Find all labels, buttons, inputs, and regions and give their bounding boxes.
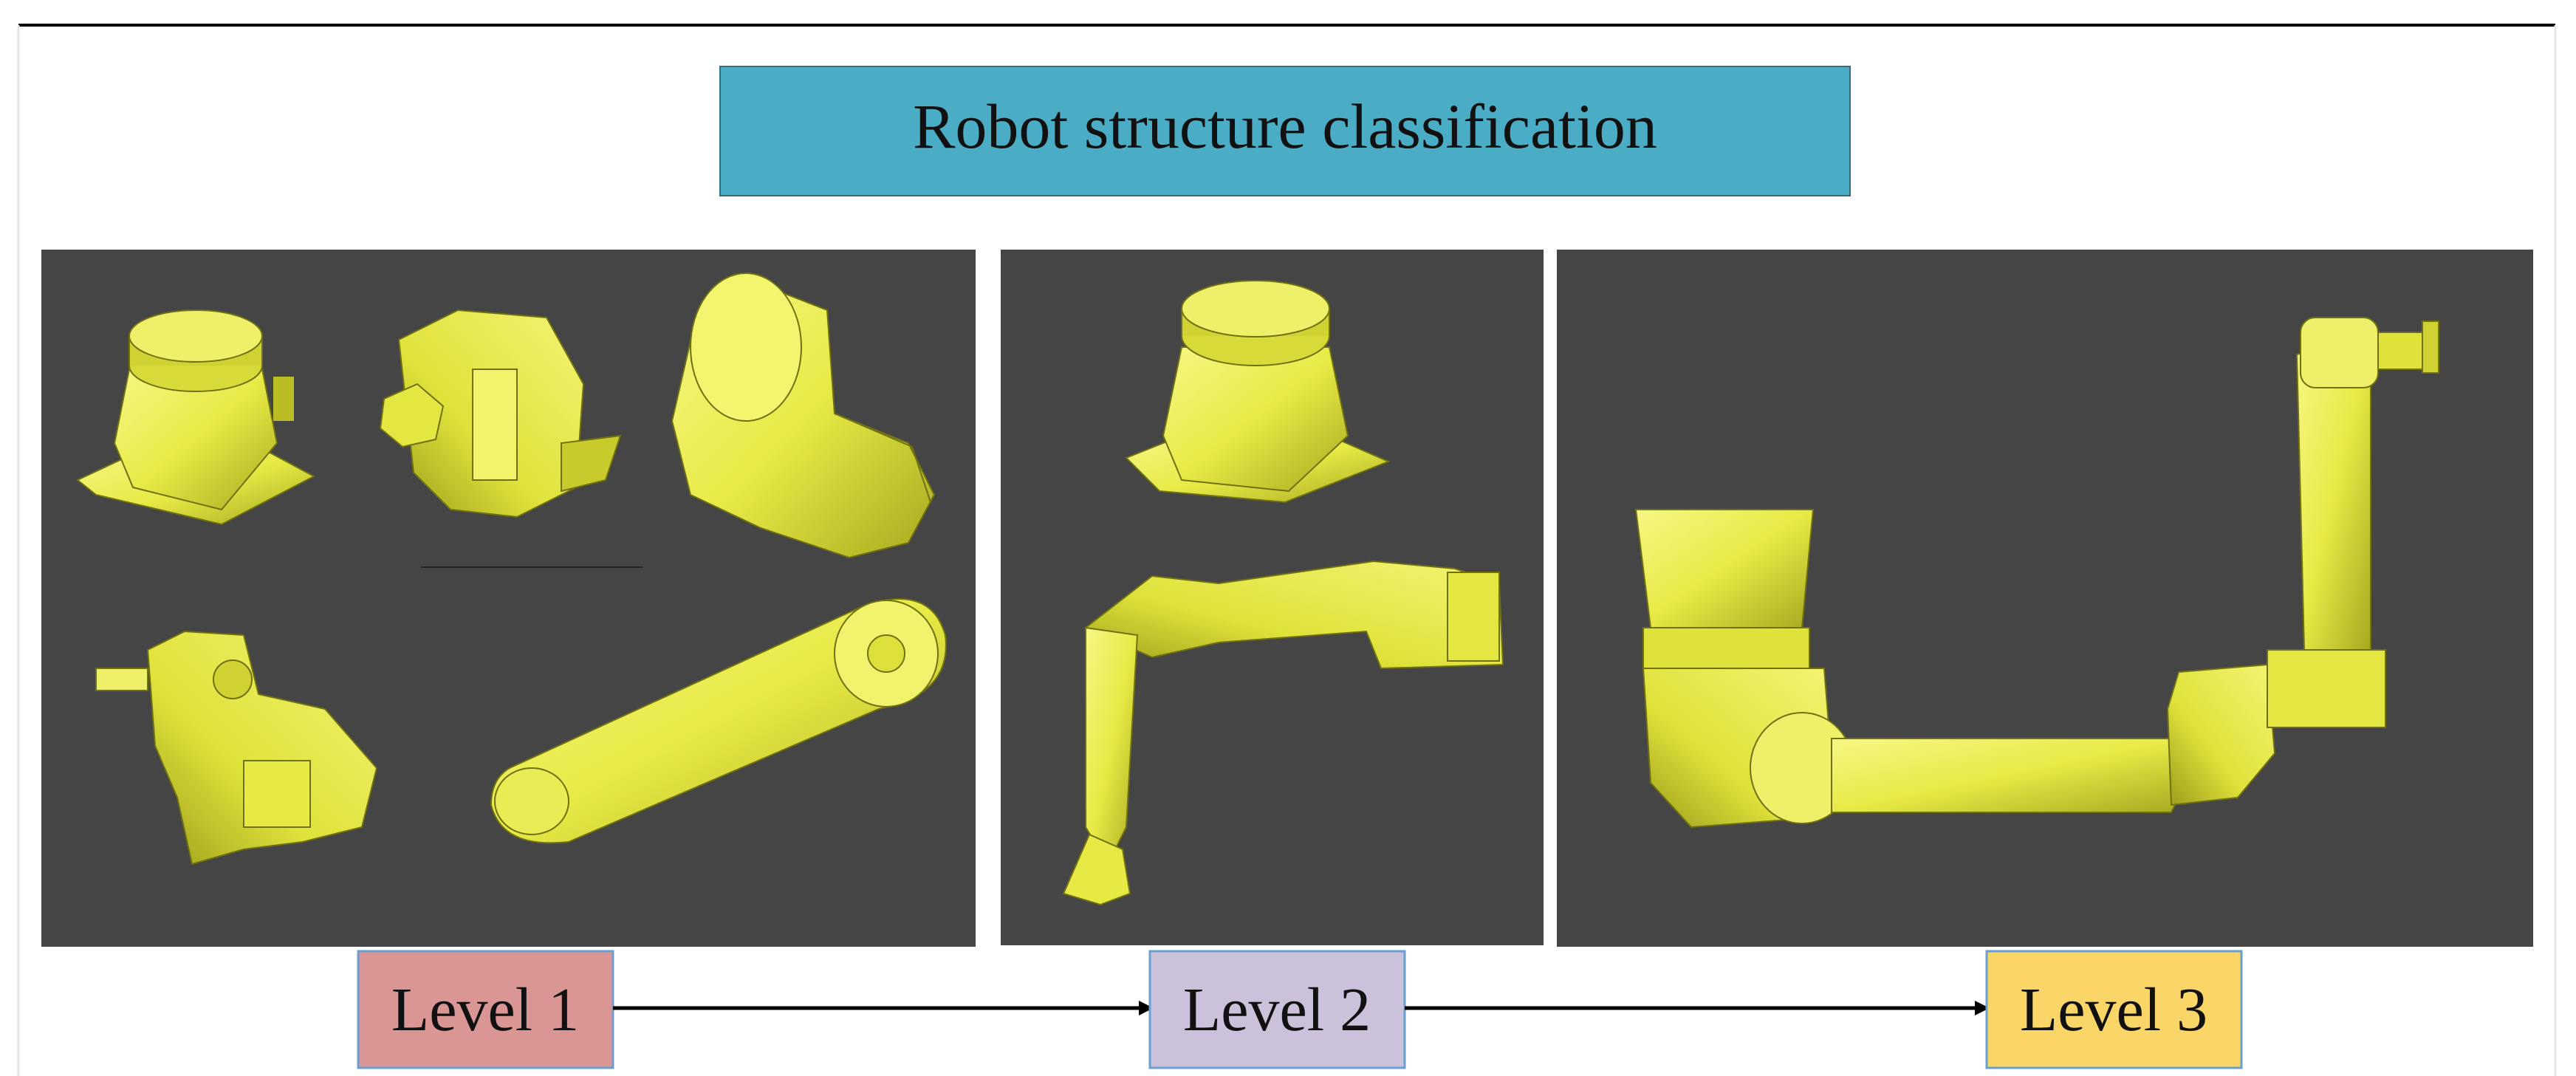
level-flow: Level 1 Level 2 Level 3 [357,950,2243,1069]
part-forearm [490,598,947,844]
panel-level-3 [1557,250,2533,947]
level-1-box: Level 1 [357,950,614,1069]
assembly-arm [1062,560,1504,906]
part-base [76,309,316,526]
title-text: Robot structure classification [913,91,1657,162]
title-box: Robot structure classification [719,66,1851,196]
panel-level-2 [1001,250,1544,945]
part-wrist [95,630,378,866]
panel-level-1 [41,250,976,947]
level-2-label: Level 2 [1183,976,1371,1044]
level-1-label: Level 1 [391,976,579,1044]
part-joint-1 [379,309,643,568]
assembly-base [1125,280,1391,504]
level-2-box: Level 2 [1148,950,1406,1069]
full-robot [1634,317,2439,829]
level-3-box: Level 3 [1985,950,2243,1069]
level-3-label: Level 3 [2020,976,2207,1044]
part-shoulder [671,273,936,559]
